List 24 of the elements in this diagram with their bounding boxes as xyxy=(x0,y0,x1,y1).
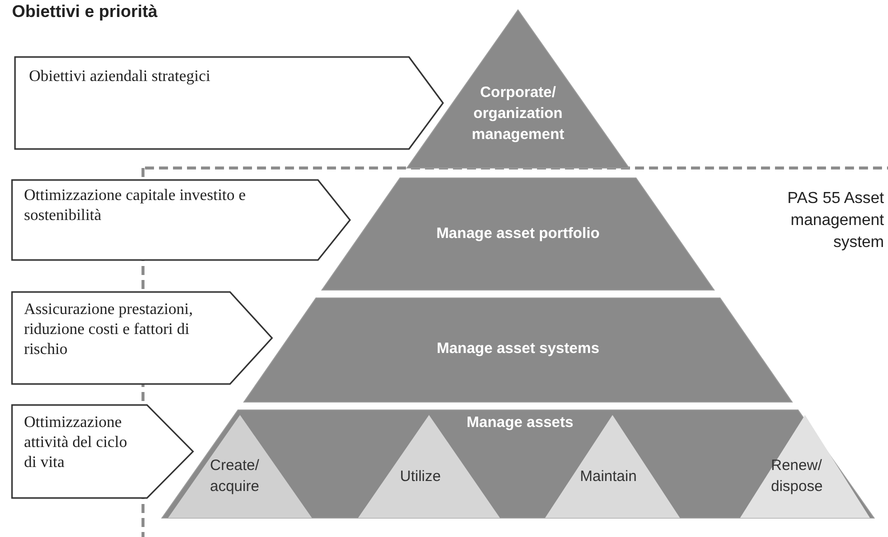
diagram-title: Obiettivi e priorità xyxy=(12,2,158,22)
node-label: Corporate/ organization management xyxy=(470,83,566,145)
chevron-box xyxy=(15,57,443,149)
node-label: Obiettivi aziendali strategici xyxy=(29,67,212,87)
pyramid-tier xyxy=(407,10,629,168)
node-label: Manage asset systems xyxy=(436,339,600,359)
pyramid-tier xyxy=(162,410,874,518)
node-label: Ottimizzazione attività del ciclo di vita xyxy=(24,413,128,473)
node-label: Utilize xyxy=(400,467,442,487)
pyramid-tier xyxy=(244,298,792,402)
chevron-box xyxy=(12,292,272,384)
node-label: Manage asset portfolio xyxy=(435,224,601,244)
pyramid-tier xyxy=(322,178,714,290)
node-label: Renew/ dispose xyxy=(771,456,824,497)
node-label: Maintain xyxy=(580,467,638,487)
lifecycle-triangle xyxy=(168,415,312,518)
node-label: Manage assets xyxy=(466,413,574,433)
node-label: Ottimizzazione capitale investito e sostenibilità xyxy=(24,186,247,226)
chevron-box xyxy=(12,405,193,498)
chevron-box xyxy=(12,180,350,260)
node-label: Assicurazione prestazioni, riduzione costi e fattori di rischio xyxy=(24,300,194,360)
system-label: PAS 55 Asset management system xyxy=(786,189,884,253)
lifecycle-triangle xyxy=(740,415,870,518)
node-label: Create/ acquire xyxy=(210,456,260,497)
